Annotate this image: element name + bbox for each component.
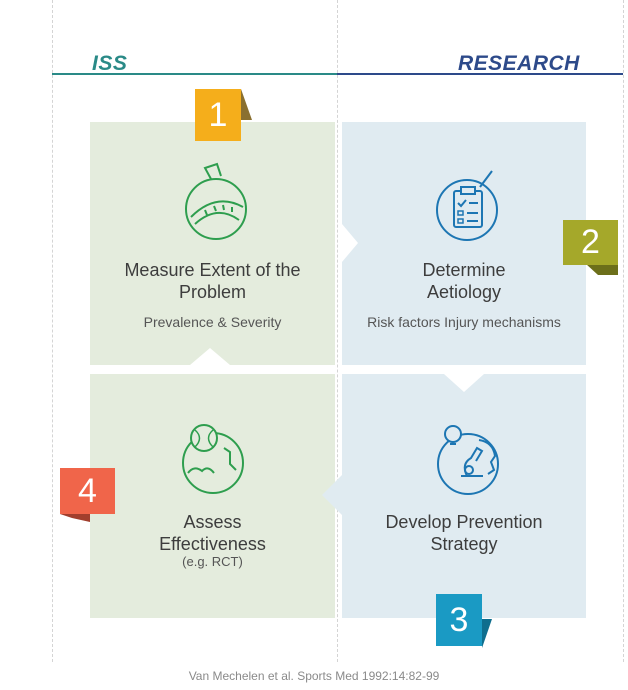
guide-line-left xyxy=(52,0,53,662)
guide-line-right xyxy=(623,0,624,662)
step-3-title: Develop Prevention Strategy xyxy=(385,512,543,554)
step-1-title: Measure Extent of the Problem xyxy=(124,260,301,302)
step-4-subtitle: (e.g. RCT) xyxy=(182,554,243,569)
step-1-badge: 1 xyxy=(195,89,241,141)
panel-aetiology xyxy=(342,122,586,365)
step-4-title: Assess Effectiveness xyxy=(159,512,266,554)
step-4-badge: 4 xyxy=(60,468,115,514)
step-1-subtitle: Prevalence & Severity xyxy=(143,314,282,330)
step-2-title: Determine Aetiology xyxy=(422,260,506,302)
research-underline xyxy=(337,73,623,75)
iss-header: ISS xyxy=(92,52,128,75)
guide-line-center xyxy=(337,0,338,662)
measuring-tape-icon xyxy=(185,162,247,240)
research-header: RESEARCH xyxy=(458,52,580,75)
panel-prevention xyxy=(322,374,586,618)
clipboard-checklist-icon xyxy=(436,170,498,241)
step-3-badge: 3 xyxy=(436,594,482,646)
step-2-badge: 2 xyxy=(563,220,618,265)
iss-underline xyxy=(52,73,337,75)
panel-measure xyxy=(90,122,335,365)
citation: Van Mechelen et al. Sports Med 1992:14:8… xyxy=(188,669,440,683)
microscope-idea-icon xyxy=(437,425,499,495)
step-2-subtitle: Risk factors Injury mechanisms xyxy=(367,314,561,330)
baseball-globe-icon xyxy=(182,424,244,494)
panel-assess xyxy=(90,374,335,618)
